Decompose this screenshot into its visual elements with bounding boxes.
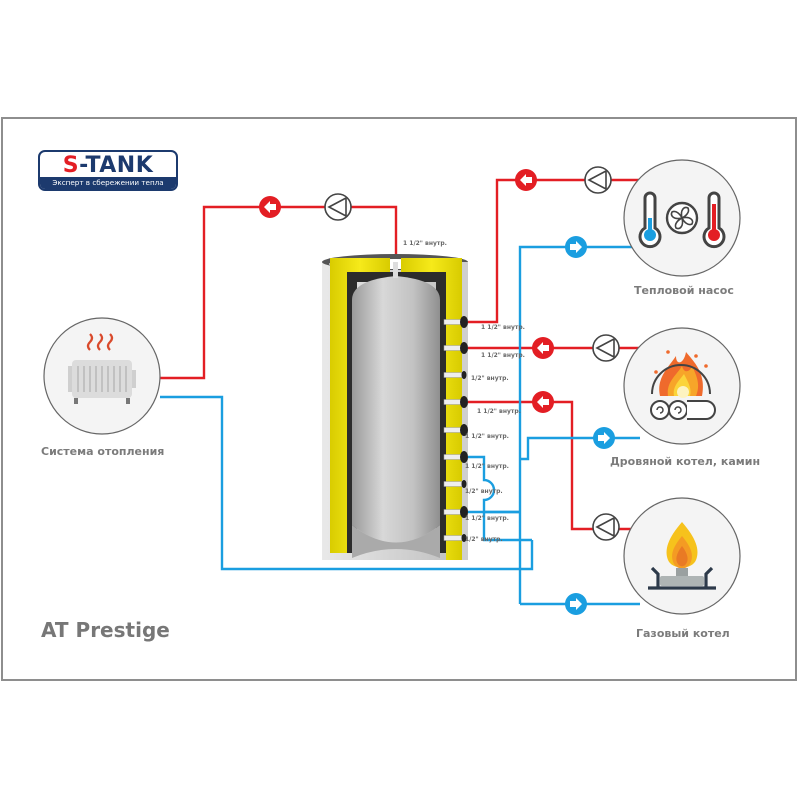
hot-thermometer-icon bbox=[702, 191, 726, 249]
hot-pipe-heat-pump bbox=[468, 178, 660, 324]
nozzle-flange bbox=[460, 506, 468, 518]
port-label: 1 1/2" внутр. bbox=[481, 324, 525, 331]
label-wood-boiler: Дровяной котел, камин bbox=[610, 455, 761, 468]
label-gas-boiler: Газовый котел bbox=[636, 627, 730, 640]
pump-icon-heat-pump bbox=[584, 166, 612, 194]
nozzle-pipe bbox=[443, 535, 463, 541]
cold-pipe-wood-boiler bbox=[520, 436, 640, 461]
port-label: 1/2" внутр. bbox=[465, 488, 503, 495]
logo-slogan: Эксперт в сбережении тепла bbox=[40, 177, 176, 189]
port-label: 1 1/2" внутр. bbox=[465, 515, 509, 522]
product-title: AT Prestige bbox=[41, 618, 170, 642]
nozzle-flange bbox=[460, 342, 468, 354]
cold-pipe-return-3 bbox=[482, 512, 532, 542]
hot-flow-arrow-heat-pump bbox=[515, 169, 537, 191]
nozzle-pipe bbox=[443, 372, 463, 378]
logo-brand: S-TANK bbox=[62, 153, 154, 178]
port-label: 1 1/2" внутр. bbox=[465, 463, 509, 470]
cold-flow-arrow-gas-boiler bbox=[565, 593, 587, 615]
port-label: 1 1/2" внутр. bbox=[465, 433, 509, 440]
cold-pipe-return-1 bbox=[468, 455, 520, 514]
pump-icon-heating bbox=[324, 193, 352, 221]
nozzle-pipe bbox=[443, 509, 463, 515]
cold-flow-arrow-wood-boiler bbox=[593, 427, 615, 449]
port-label: 1 1/2" внутр. bbox=[477, 408, 521, 415]
nozzle-pipe bbox=[443, 427, 463, 433]
wood-fire-icon bbox=[623, 327, 741, 445]
cold-thermometer-icon bbox=[638, 191, 662, 249]
hot-pipe-heating bbox=[160, 205, 398, 380]
hot-flow-arrow-gas-boiler bbox=[532, 391, 554, 413]
tank-nozzles bbox=[443, 316, 468, 542]
nozzle-flange bbox=[461, 371, 467, 379]
nozzle-flange bbox=[460, 451, 468, 463]
heat-pump-icon bbox=[623, 159, 741, 277]
nozzle-pipe bbox=[443, 454, 463, 460]
pump-icon-wood-boiler bbox=[592, 334, 620, 362]
fan-icon bbox=[665, 201, 699, 235]
nozzle-pipe bbox=[443, 481, 463, 487]
port-label: 1 1/2" внутр. bbox=[481, 352, 525, 359]
nozzle-flange bbox=[460, 396, 468, 408]
cold-pipe-heating bbox=[160, 395, 534, 571]
s-tank-logo: S-TANK Эксперт в сбережении тепла bbox=[38, 150, 178, 191]
hot-flow-arrow-heating bbox=[259, 196, 281, 218]
pump-icon-gas-boiler bbox=[592, 513, 620, 541]
port-label: 1/2" внутр. bbox=[471, 375, 509, 382]
nozzle-flange bbox=[460, 424, 468, 436]
label-heating-system: Система отопления bbox=[41, 445, 165, 458]
port-label-top: 1 1/2" внутр. bbox=[403, 240, 447, 247]
cold-pipe-heat-pump bbox=[518, 245, 640, 604]
cold-pipes bbox=[160, 245, 640, 606]
cold-flow-arrow-heat-pump bbox=[565, 236, 587, 258]
port-label: 1/2" внутр. bbox=[465, 536, 503, 543]
radiator-icon bbox=[43, 317, 161, 435]
nozzle-flange bbox=[461, 534, 467, 542]
nozzle-pipe bbox=[443, 345, 463, 351]
nozzle-pipe bbox=[443, 399, 463, 405]
label-heat-pump: Тепловой насос bbox=[634, 284, 734, 297]
hot-flow-arrow-wood-boiler bbox=[532, 337, 554, 359]
nozzle-flange bbox=[461, 480, 467, 488]
gas-burner-icon bbox=[623, 497, 741, 615]
nozzle-flange bbox=[460, 316, 468, 328]
nozzle-pipe bbox=[443, 319, 463, 325]
